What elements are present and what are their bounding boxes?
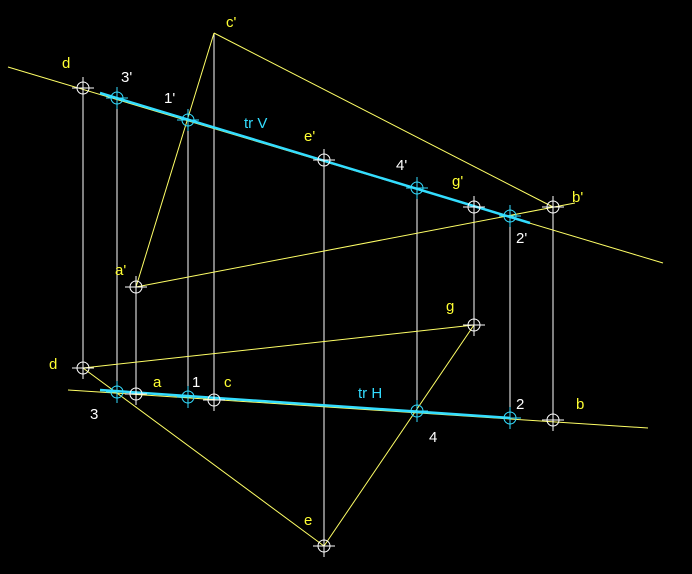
label-1: 1 xyxy=(192,374,200,391)
trace-v-line xyxy=(99,91,531,225)
marker-e xyxy=(313,535,335,557)
label-d-top: d xyxy=(62,55,70,72)
label-1-prime: 1' xyxy=(164,90,175,107)
marker-1-prime xyxy=(177,109,199,131)
marker-g-prime xyxy=(463,196,485,218)
line-d-e xyxy=(82,367,325,547)
label-c: c xyxy=(224,374,232,391)
marker-a xyxy=(125,383,147,405)
marker-c xyxy=(203,389,225,411)
label-d-bottom: d xyxy=(49,356,57,373)
marker-d-prime xyxy=(72,77,94,99)
marker-4-prime xyxy=(406,177,428,199)
line-horizontal-extended xyxy=(67,389,649,429)
marker-2-prime xyxy=(499,205,521,227)
marker-a-prime xyxy=(125,276,147,298)
label-g-prime: g' xyxy=(452,173,463,190)
line-e-g xyxy=(323,324,475,547)
marker-b-prime xyxy=(542,196,564,218)
line-d-g xyxy=(82,324,475,369)
line-a-prime-b-prime xyxy=(135,202,576,288)
label-a: a xyxy=(153,374,162,391)
label-3: 3 xyxy=(90,406,98,423)
marker-4 xyxy=(406,400,428,422)
trace-lines xyxy=(99,91,531,420)
label-tr-v: tr V xyxy=(244,115,267,132)
label-g: g xyxy=(446,298,454,315)
label-a-prime: a' xyxy=(115,262,126,279)
label-tr-h: tr H xyxy=(358,385,382,402)
label-2: 2 xyxy=(516,396,524,413)
marker-2 xyxy=(499,407,521,429)
label-e: e xyxy=(304,512,312,529)
label-b-prime: b' xyxy=(572,189,583,206)
marker-d xyxy=(72,357,94,379)
label-4-prime: 4' xyxy=(396,157,407,174)
trace-h-line xyxy=(99,388,511,420)
marker-3-prime xyxy=(106,87,128,109)
labels: c' d 3' 1' tr V e' 4' g' b' 2' a' g d a … xyxy=(49,14,584,529)
marker-e-prime xyxy=(313,149,335,171)
line-c-prime-b-prime xyxy=(213,32,554,208)
marker-3 xyxy=(106,381,128,403)
line-a-prime-c-prime xyxy=(135,32,215,288)
marker-b xyxy=(542,409,564,431)
label-3-prime: 3' xyxy=(121,69,132,86)
label-c-prime: c' xyxy=(226,14,237,31)
marker-g xyxy=(463,314,485,336)
projection-lines xyxy=(82,33,554,546)
label-e-prime: e' xyxy=(304,128,315,145)
label-4: 4 xyxy=(429,429,437,446)
label-2-prime: 2' xyxy=(516,230,527,247)
markers xyxy=(72,77,564,557)
marker-1 xyxy=(177,386,199,408)
label-b: b xyxy=(576,396,584,413)
